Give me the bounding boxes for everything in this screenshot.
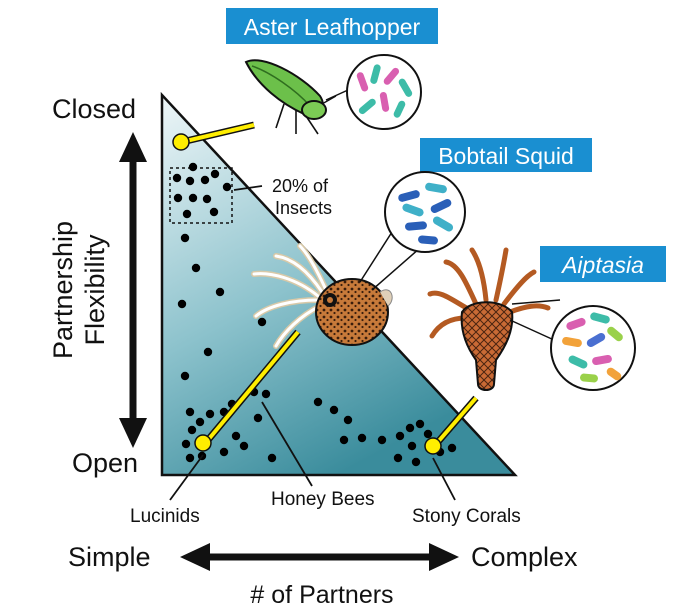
species-dot <box>180 233 190 243</box>
species-dots <box>172 162 457 467</box>
aiptasia-bacteria-icon <box>550 305 636 391</box>
species-dot <box>239 441 249 451</box>
insects-leader <box>233 185 263 191</box>
species-dot <box>195 417 205 427</box>
species-dot <box>447 443 457 453</box>
species-dot <box>187 425 197 435</box>
stony-corals-label: Stony Corals <box>412 506 521 527</box>
aiptasia-icon <box>427 247 551 391</box>
species-dot <box>181 439 191 449</box>
species-dot <box>343 415 353 425</box>
species-dot <box>231 431 241 441</box>
stony-corals-leader <box>432 457 456 501</box>
species-dot <box>185 453 195 463</box>
species-dot <box>222 182 232 192</box>
species-dot <box>393 453 403 463</box>
species-dot <box>202 194 212 204</box>
insects-box <box>169 167 233 224</box>
x-axis-arrow <box>180 543 459 571</box>
lucinids-leader <box>169 454 204 501</box>
species-dot <box>185 407 195 417</box>
species-dot <box>210 169 220 179</box>
species-dot <box>209 207 219 217</box>
squid-bacteria-icon <box>384 171 466 253</box>
svg-text:Aiptasia: Aiptasia <box>560 252 644 278</box>
species-dot <box>313 397 323 407</box>
species-dot <box>177 299 187 309</box>
species-dot <box>188 193 198 203</box>
aster-leafhopper-label-box: Aster Leafhopper <box>226 8 438 44</box>
species-dot <box>329 405 339 415</box>
svg-text:Aster Leafhopper: Aster Leafhopper <box>244 14 421 40</box>
species-dot <box>405 423 415 433</box>
species-dot <box>188 162 198 172</box>
lucinids-marker <box>194 329 301 452</box>
lucinids-label: Lucinids <box>130 506 200 527</box>
leafhopper-marker <box>172 121 255 151</box>
species-dot <box>415 419 425 429</box>
aiptasia-callout-line-a <box>511 299 561 305</box>
species-dot <box>411 457 421 467</box>
leafhopper-callout-line <box>325 89 349 101</box>
species-dot <box>377 435 387 445</box>
bobtail-squid-icon <box>251 243 393 349</box>
species-dot <box>191 263 201 273</box>
species-dot <box>219 447 229 457</box>
squid-callout-line-a <box>359 231 393 283</box>
species-dot <box>257 317 267 327</box>
insects-label-line1: 20% of <box>272 176 329 196</box>
species-dot <box>267 453 277 463</box>
species-dot <box>203 347 213 357</box>
species-dot <box>407 441 417 451</box>
species-dot <box>357 433 367 443</box>
stony-corals-marker <box>424 395 479 455</box>
honey-bees-label: Honey Bees <box>271 489 375 510</box>
species-dot <box>182 209 192 219</box>
species-dot <box>173 193 183 203</box>
species-dot <box>339 435 349 445</box>
leafhopper-icon <box>244 59 337 135</box>
y-axis-bottom-label: Open <box>72 448 138 478</box>
x-axis-left-label: Simple <box>68 542 151 572</box>
species-dot <box>253 413 263 423</box>
x-axis-right-label: Complex <box>471 542 578 572</box>
y-axis-title-line1: Partnership <box>48 221 78 359</box>
species-dot <box>215 287 225 297</box>
species-dot <box>200 175 210 185</box>
insects-label-line2: Insects <box>275 198 332 218</box>
leafhopper-bacteria-icon <box>346 54 422 130</box>
y-axis-top-label: Closed <box>52 94 136 124</box>
y-axis-title-line2: Flexibility <box>80 234 110 346</box>
species-dot <box>395 431 405 441</box>
squid-callout-line-b <box>371 247 421 291</box>
x-axis-title: # of Partners <box>250 581 393 609</box>
species-dot <box>261 389 271 399</box>
species-dot <box>180 371 190 381</box>
honey-bees-leader <box>261 401 313 487</box>
svg-text:Bobtail Squid: Bobtail Squid <box>438 143 574 169</box>
species-dot <box>205 409 215 419</box>
aiptasia-label-box: Aiptasia <box>540 246 666 282</box>
bobtail-squid-label-box: Bobtail Squid <box>420 138 592 172</box>
species-dot <box>423 429 433 439</box>
aiptasia-callout-line-b <box>509 319 555 341</box>
y-axis-arrow <box>119 132 147 448</box>
species-dot <box>172 173 182 183</box>
species-dot <box>185 176 195 186</box>
